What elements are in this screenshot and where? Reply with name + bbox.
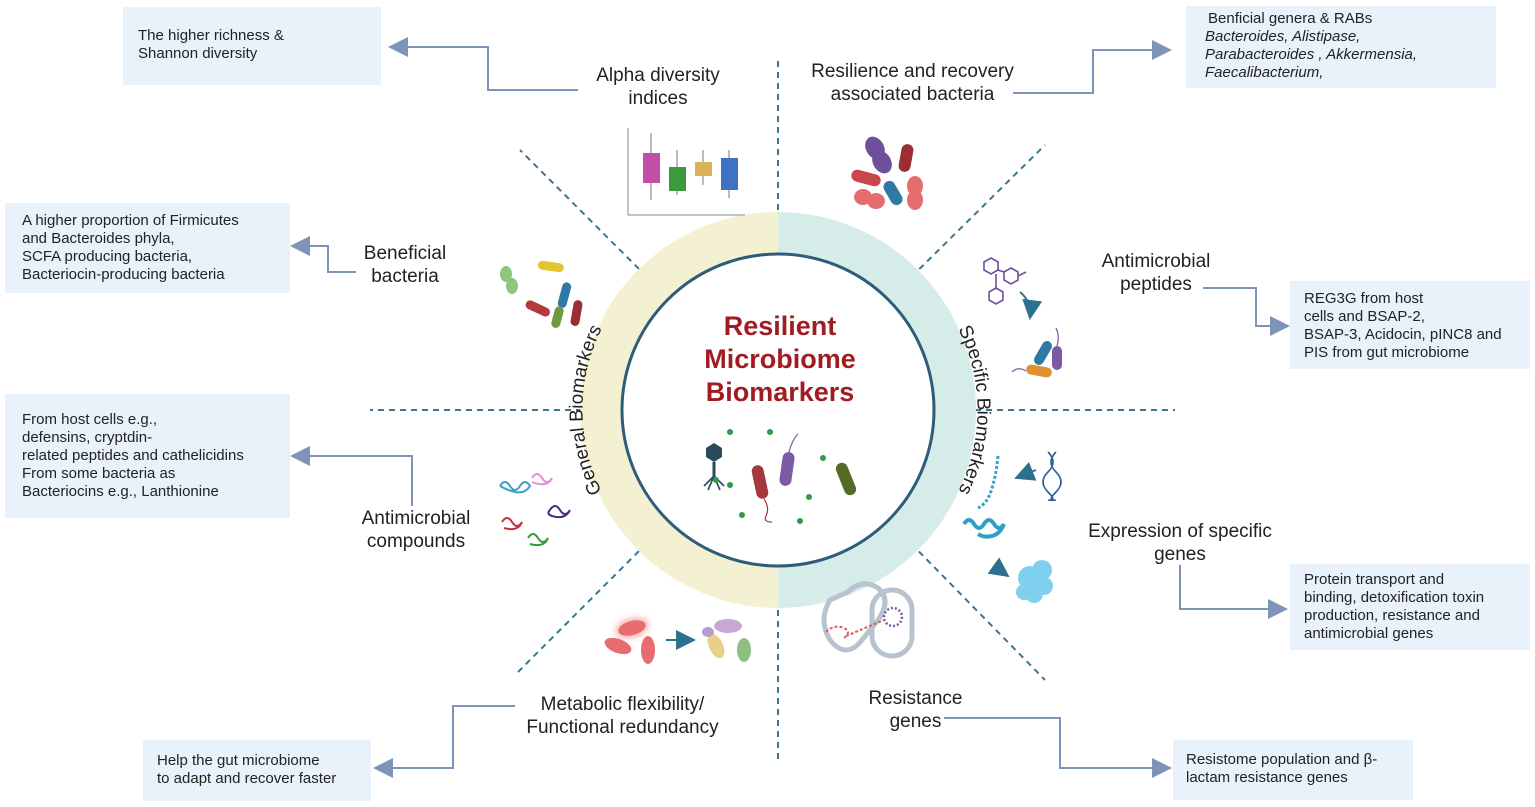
note-line: to adapt and recover faster — [157, 770, 337, 787]
center-circle — [620, 252, 936, 568]
note-line: REG3G from host — [1304, 290, 1424, 307]
note-line: and Bacteroides phyla, — [22, 230, 175, 247]
arrow-alpha — [388, 37, 578, 91]
note-antimicrobial-compounds: From host cells e.g., defensins, cryptdi… — [5, 394, 290, 518]
label-antimicrobial-compounds: Antimicrobial compounds — [350, 507, 482, 553]
note-line: Parabacteroides , Akkermensia, — [1205, 46, 1418, 63]
note-line: From some bacteria as — [22, 465, 176, 482]
label-line: peptides — [1120, 274, 1192, 295]
resilience-bacteria-icon — [851, 136, 923, 210]
label-line: Resilience and recovery — [811, 61, 1014, 82]
boxplot-chart-icon — [627, 128, 745, 216]
note-line: cells and BSAP-2, — [1304, 308, 1425, 325]
note-line: binding, detoxification toxin — [1304, 589, 1485, 606]
note-line: Faecalibacterium, — [1205, 64, 1324, 81]
label-antimicrobial-peptides: Antimicrobial peptides — [1090, 250, 1222, 296]
metabolic-bacteria-icon — [604, 619, 751, 664]
note-line: A higher proportion of Firmicutes — [22, 212, 239, 229]
peptide-target-bacteria-icon — [1011, 327, 1062, 378]
label-alpha-diversity: Alpha diversity indices — [578, 64, 738, 110]
note-line: Help the gut microbiome — [157, 752, 320, 769]
note-line: Shannon diversity — [138, 45, 258, 62]
note-line: Bacteriocin-producing bacteria — [22, 266, 225, 283]
label-line: compounds — [366, 531, 466, 552]
note-antimicrobial-peptides: REG3G from host cells and BSAP-2, BSAP-3… — [1290, 281, 1530, 369]
note-resistance-genes: Resistome population and β- lactam resis… — [1173, 740, 1413, 800]
label-beneficial-bacteria: Beneficial bacteria — [350, 242, 460, 288]
note-line: Benficial genera & RABs — [1208, 10, 1373, 27]
center-title-line: Microbiome — [704, 344, 856, 374]
label-resilience: Resilience and recovery associated bacte… — [800, 60, 1025, 106]
label-line: Functional redundancy — [526, 717, 719, 738]
rna-strand-icon — [977, 455, 1000, 510]
label-line: genes — [889, 711, 942, 732]
note-alpha-diversity: The higher richness & Shannon diversity — [123, 7, 381, 85]
bacteriophage-icon — [703, 443, 725, 491]
note-line: Bacteriocins e.g., Lanthionine — [22, 483, 219, 500]
note-line: Bacteroides, Alistipase, — [1205, 28, 1361, 45]
note-line: SCFA producing bacteria, — [22, 248, 193, 265]
arrow-expression — [1179, 565, 1288, 619]
arrow-peptides — [1203, 287, 1290, 336]
label-line: Antimicrobial — [1101, 251, 1211, 272]
label-line: indices — [628, 88, 688, 109]
label-line: Metabolic flexibility/ — [540, 694, 705, 715]
label-expression-genes: Expression of specific genes — [1075, 520, 1285, 566]
folded-protein-icon — [1016, 560, 1053, 603]
note-line: lactam resistance genes — [1186, 769, 1348, 786]
note-line: PIS from gut microbiome — [1304, 344, 1470, 361]
protein-arrow-icon — [987, 557, 1010, 578]
plasmid-cell-icon — [821, 581, 915, 659]
note-line: Resistome population and β- — [1186, 751, 1378, 768]
label-line: genes — [1154, 544, 1206, 565]
note-line: BSAP-3, Acidocin, pINC8 and — [1304, 326, 1502, 343]
label-line: bacteria — [371, 266, 439, 287]
note-beneficial-bacteria: A higher proportion of Firmicutes and Ba… — [5, 203, 290, 293]
dna-helix-icon — [1042, 451, 1062, 502]
note-line: defensins, cryptdin- — [22, 429, 153, 446]
center-bacteria-icon — [751, 433, 857, 523]
center-title-line: Resilient — [723, 311, 837, 341]
label-line: Antimicrobial — [361, 508, 471, 529]
center-dots-icon — [713, 429, 826, 524]
label-resistance-genes: Resistance genes — [858, 687, 973, 733]
note-line: production, resistance and — [1304, 607, 1480, 624]
note-resilience-bacteria: Benficial genera & RABs Bacteroides, Ali… — [1186, 6, 1496, 88]
label-line: Resistance — [868, 688, 963, 709]
note-line: Protein transport and — [1304, 571, 1445, 588]
connector-arrows — [290, 37, 1290, 778]
note-expression-genes: Protein transport and binding, detoxific… — [1290, 564, 1530, 650]
peptide-arrow-icon — [1019, 291, 1043, 320]
arrow-compounds — [290, 446, 413, 506]
dna-arrow-icon — [1014, 462, 1037, 481]
protein-coil-icon — [499, 473, 571, 547]
label-line: Beneficial — [363, 243, 447, 264]
note-line: related peptides and cathelicidins — [22, 447, 244, 464]
label-line: associated bacteria — [830, 84, 995, 105]
note-line: From host cells e.g., — [22, 411, 158, 428]
center-title-line: Biomarkers — [705, 377, 855, 407]
note-metabolic-flexibility: Help the gut microbiome to adapt and rec… — [143, 740, 371, 801]
arrow-resilience — [1013, 40, 1172, 94]
arrow-beneficial — [290, 236, 356, 273]
label-line: Expression of specific — [1088, 521, 1272, 542]
arrow-resistance — [944, 717, 1172, 778]
label-line: Alpha diversity — [596, 65, 720, 86]
note-line: The higher richness & — [138, 27, 284, 44]
center-title: Resilient Microbiome Biomarkers — [640, 310, 920, 409]
arrow-metabolic — [373, 705, 515, 778]
label-metabolic-flexibility: Metabolic flexibility/ Functional redund… — [515, 693, 730, 739]
note-line: antimicrobial genes — [1304, 625, 1434, 642]
beneficial-bacteria-icon — [500, 260, 583, 328]
protein-chain-icon — [962, 518, 1006, 539]
peptide-molecule-icon — [983, 257, 1027, 305]
